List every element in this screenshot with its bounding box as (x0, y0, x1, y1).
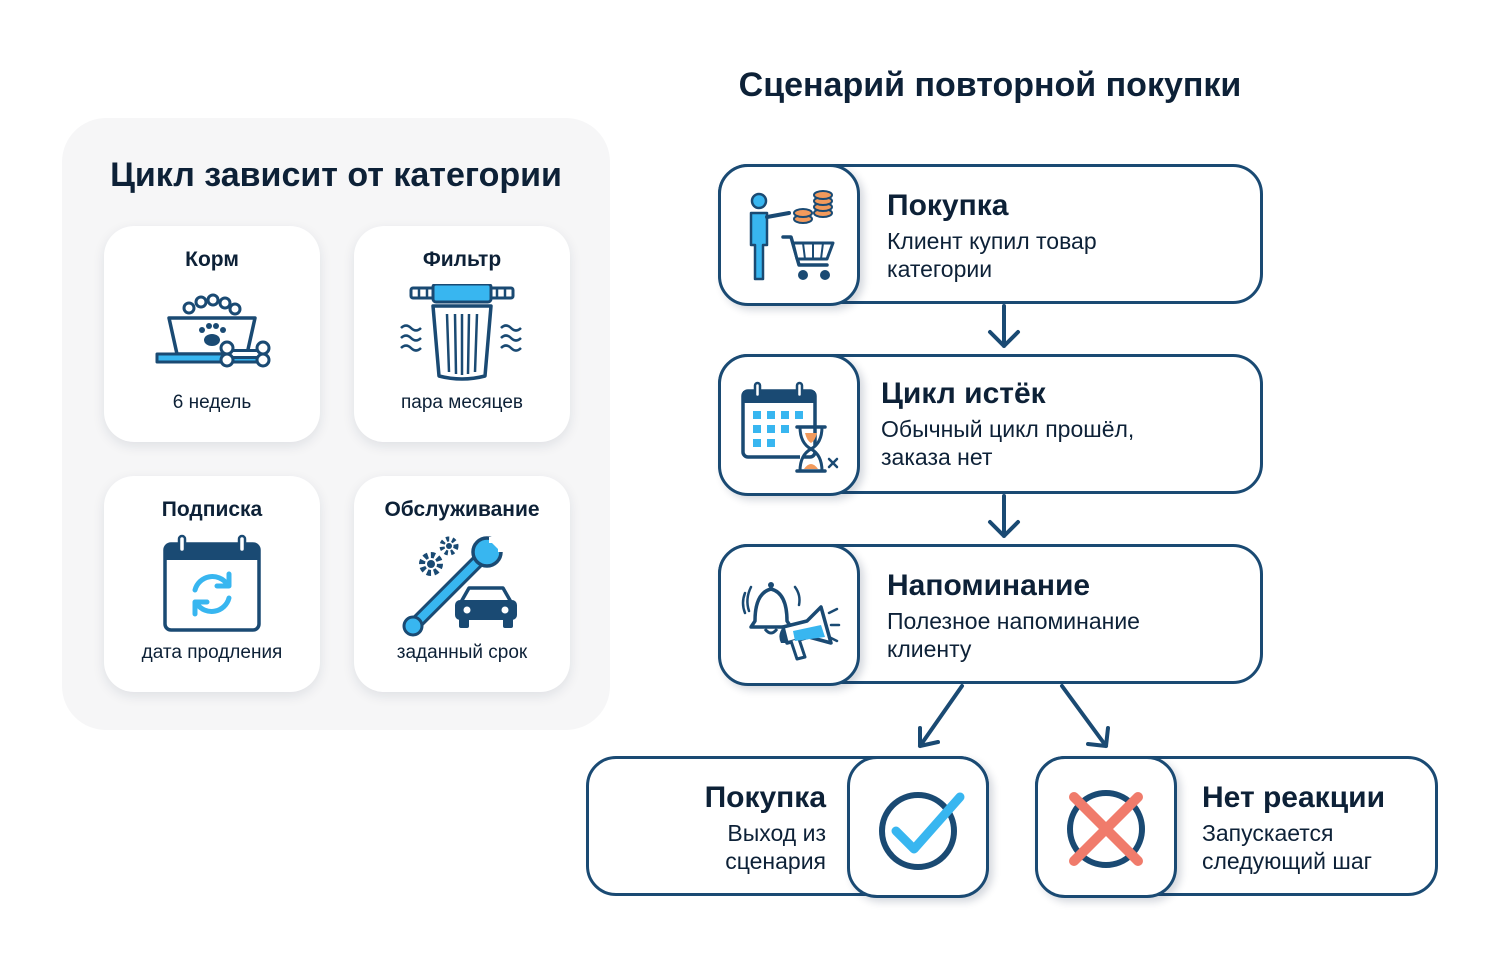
step-desc-line2: клиенту (887, 636, 972, 662)
checkmark-icon (879, 792, 965, 870)
category-card-food: Корм 6 недель (104, 226, 320, 442)
category-cycle: заданный срок (396, 642, 528, 663)
arrow-step3-outcome-no-reaction (1060, 684, 1110, 748)
car-service-icon (402, 536, 517, 637)
flow-title: Сценарий повторной покупки (738, 66, 1242, 104)
flow-outcome-purchase: Покупка Выход из сценария (586, 756, 989, 898)
outcome-desc-line1: Запускается (1202, 820, 1334, 846)
category-card-filter: Фильтр пара месяцев (354, 226, 570, 442)
category-name: Подписка (161, 498, 263, 521)
pet-bowl-icon (155, 293, 271, 368)
category-panel-title: Цикл зависит от категории (110, 156, 562, 194)
step-desc-line1: Клиент купил товар (887, 228, 1097, 254)
calendar-hourglass-icon (741, 381, 839, 473)
step-title: Напоминание (887, 569, 1091, 602)
outcome-icon-box (847, 756, 989, 898)
category-panel: Цикл зависит от категории Корм (62, 118, 610, 730)
step-title: Цикл истёк (881, 377, 1046, 410)
category-name: Обслуживание (384, 498, 540, 521)
category-card-subscription: Подписка дата продления (104, 476, 320, 692)
category-cycle: 6 недель (172, 392, 252, 413)
step-icon-box (718, 544, 860, 686)
step-title: Покупка (887, 189, 1009, 222)
bell-megaphone-icon (741, 582, 841, 661)
flow-step-purchase: Покупка Клиент купил товар категории (718, 164, 1263, 306)
calendar-renew-icon (163, 534, 261, 632)
arrow-step1-step2 (988, 304, 1020, 348)
flow-step-reminder: Напоминание Полезное напоминание клиенту (718, 544, 1263, 686)
water-filter-icon (400, 284, 522, 381)
category-cycle: пара месяцев (400, 392, 523, 413)
step-icon-box (718, 164, 860, 306)
arrow-step2-step3 (988, 494, 1020, 538)
step-desc-line2: заказа нет (881, 444, 993, 470)
flow-outcome-no-reaction: Нет реакции Запускается следующий шаг (1035, 756, 1438, 898)
step-desc-line1: Обычный цикл прошёл, (881, 416, 1135, 442)
cross-icon (1067, 790, 1145, 868)
outcome-desc-line2: следующий шаг (1202, 848, 1373, 874)
outcome-desc-line1: Выход из (727, 820, 826, 846)
flow-step-cycle-expired: Цикл истёк Обычный цикл прошёл, заказа н… (718, 354, 1263, 496)
step-icon-box (718, 354, 860, 496)
outcome-title: Нет реакции (1202, 781, 1386, 814)
category-cycle: дата продления (141, 642, 283, 663)
outcome-title: Покупка (704, 781, 826, 814)
category-name: Фильтр (422, 248, 502, 271)
category-name: Корм (185, 248, 239, 271)
outcome-icon-box (1035, 756, 1177, 898)
outcome-desc-line2: сценария (725, 848, 826, 874)
category-card-service: Обслуживание заданный срок (354, 476, 570, 692)
shopping-cart-icon (749, 190, 835, 281)
arrow-step3-outcome-purchase (918, 684, 964, 748)
step-desc-line2: категории (887, 256, 993, 282)
step-desc-line1: Полезное напоминание (887, 608, 1140, 634)
